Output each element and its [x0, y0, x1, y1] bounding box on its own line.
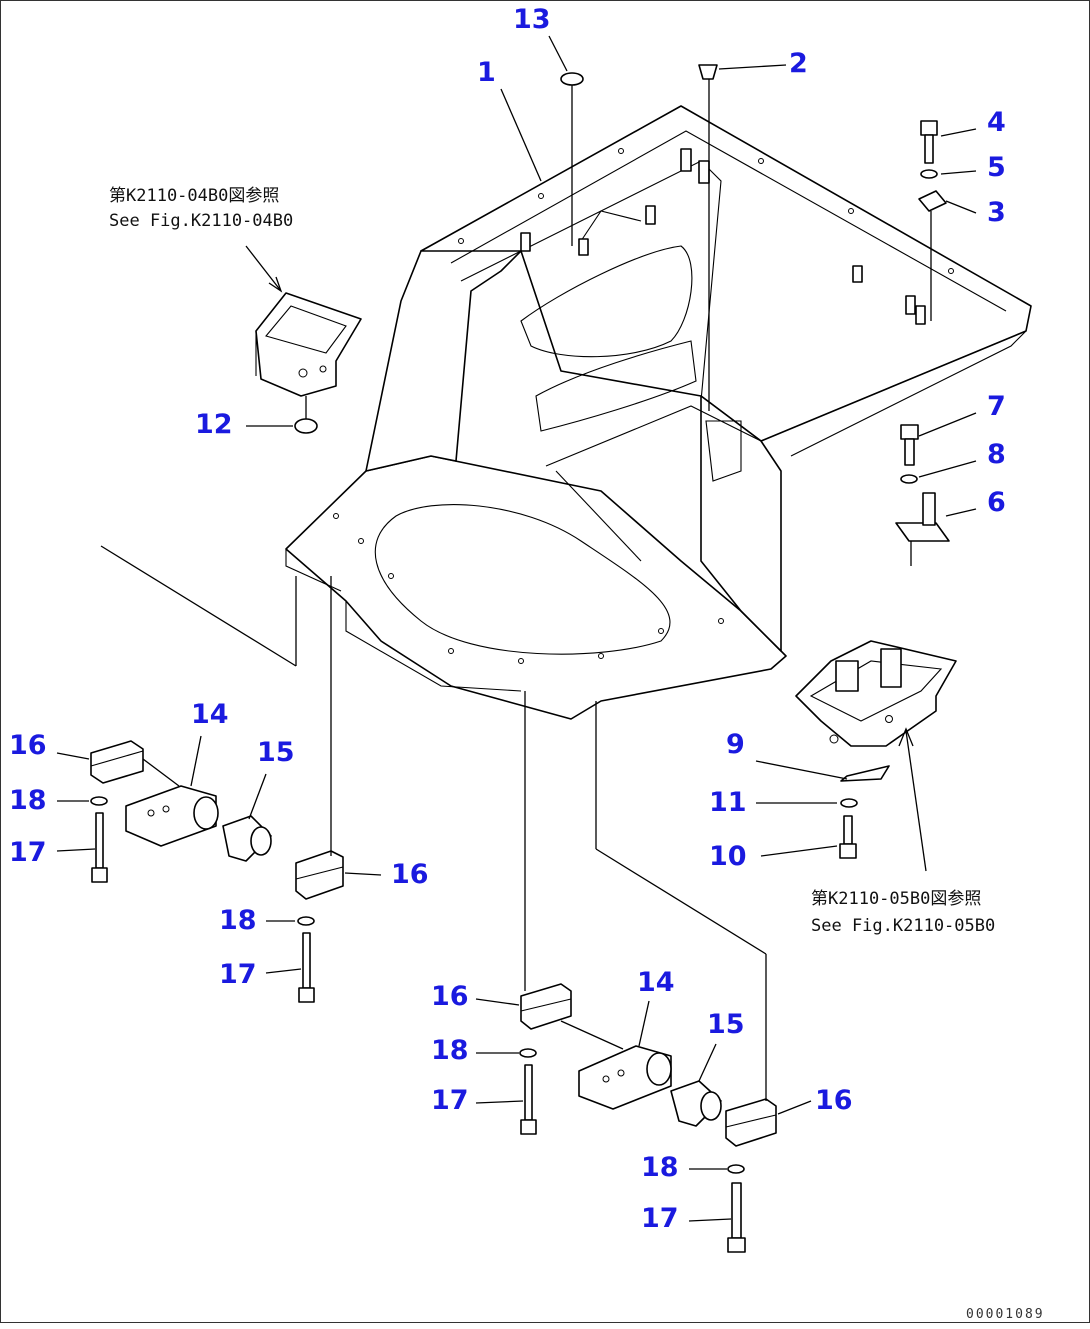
right-mount-assembly: [519, 691, 777, 1253]
ref-lower-right-en: See Fig.K2110-05B0: [811, 916, 995, 936]
cab-frame: [285, 105, 1032, 720]
callout-15-right: 15: [707, 1009, 745, 1040]
ref-upper-left-jp: 第K2110-04B0図参照: [109, 186, 279, 206]
callout-16-upper-left: 16: [9, 730, 47, 761]
callout-17-left-lower: 17: [219, 959, 257, 990]
callout-17-right-upper: 17: [431, 1085, 469, 1116]
callout-2: 2: [789, 48, 808, 79]
callout-8: 8: [987, 439, 1006, 470]
lower-right-subassembly: [795, 640, 957, 872]
callout-17-upper-left: 17: [9, 837, 47, 868]
callout-15-left: 15: [257, 737, 295, 768]
callout-16-right-clamp: 16: [815, 1085, 853, 1116]
callout-16-right-upper: 16: [431, 981, 469, 1012]
callout-18-left-lower: 18: [219, 905, 257, 936]
callout-17-right-lower: 17: [641, 1203, 679, 1234]
callout-3: 3: [987, 197, 1006, 228]
callout-numbers: 1 2 3 4 5 6 7 8 9 10 11 12 13 14 14 15 1…: [9, 4, 1006, 1234]
reference-labels: 第K2110-04B0図参照 See Fig.K2110-04B0 第K2110…: [109, 186, 995, 936]
callout-14-right: 14: [637, 967, 675, 998]
callout-6: 6: [987, 487, 1006, 518]
callout-4: 4: [987, 107, 1006, 138]
document-id: 00001089: [966, 1307, 1045, 1322]
callout-10: 10: [709, 841, 747, 872]
hardware-parts: [294, 64, 950, 859]
ref-lower-right-jp: 第K2110-05B0図参照: [811, 889, 981, 909]
ref-upper-left-en: See Fig.K2110-04B0: [109, 211, 293, 231]
callout-18-upper-left: 18: [9, 785, 47, 816]
callout-14-left: 14: [191, 699, 229, 730]
callout-leaders: [56, 35, 977, 1222]
callout-12: 12: [195, 409, 233, 440]
callout-1: 1: [477, 57, 496, 88]
callout-5: 5: [987, 152, 1006, 183]
upper-left-subassembly: [245, 245, 362, 397]
callout-16-left-clamp: 16: [391, 859, 429, 890]
callout-18-right-lower: 18: [641, 1152, 679, 1183]
left-mount-assembly: [90, 545, 344, 1003]
callout-9: 9: [726, 729, 745, 760]
callout-11: 11: [709, 787, 747, 818]
callout-13: 13: [513, 4, 551, 35]
callout-7: 7: [987, 391, 1006, 422]
callout-18-right-upper: 18: [431, 1035, 469, 1066]
